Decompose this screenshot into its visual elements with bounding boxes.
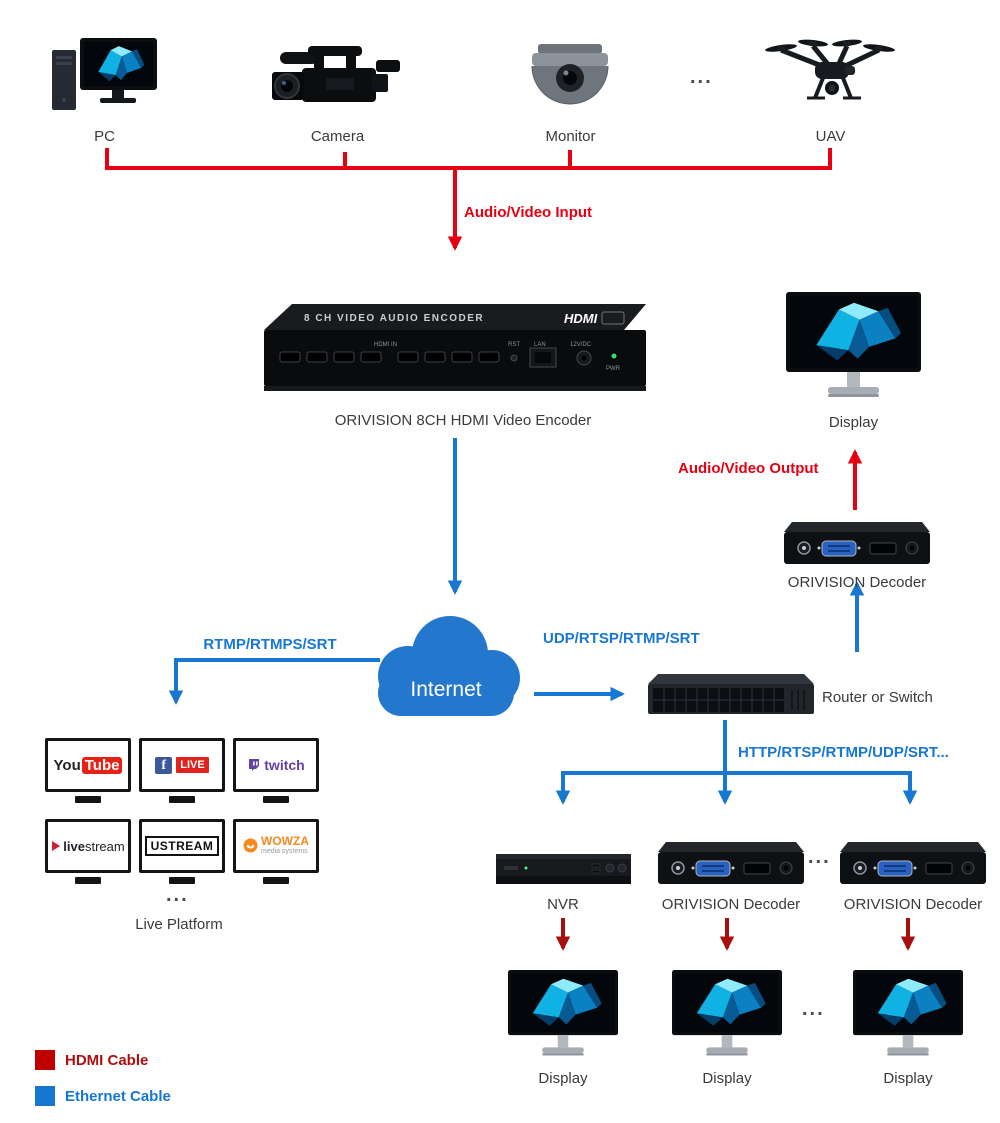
router-label: Router or Switch — [822, 689, 933, 706]
platform-wowza: WOWZA media systems — [232, 819, 320, 884]
flow-label-udp: UDP/RTSP/RTMP/SRT — [543, 630, 700, 647]
wowza-subtext: media systems — [261, 848, 308, 856]
sources-ellipsis: ... — [690, 66, 713, 88]
bottom-displays-ellipsis: ... — [802, 998, 825, 1020]
ethernet-wires — [168, 438, 918, 805]
legend-label-hdmi: HDMI Cable — [65, 1052, 149, 1069]
legend-swatch-ethernet — [35, 1086, 55, 1106]
monitor-stand — [169, 877, 195, 884]
display1-label: Display — [538, 1070, 588, 1087]
hdmi-display-wires — [555, 918, 916, 951]
hdmi-input-wires — [105, 148, 832, 251]
uav-icon — [765, 39, 895, 100]
youtube-text-tube: Tube — [81, 756, 123, 774]
platform-ustream: USTREAM — [138, 819, 226, 884]
facebook-f-icon: f — [155, 756, 173, 774]
router-icon — [648, 674, 814, 714]
display3-label: Display — [883, 1070, 933, 1087]
display-top-icon — [786, 292, 921, 400]
youtube-text-you: You — [53, 756, 81, 774]
monitor-stand — [263, 796, 289, 803]
twitch-logo-icon: twitch — [233, 738, 319, 792]
livestream-text-stream: stream — [84, 838, 125, 854]
encoder-lan-label: LAN — [534, 342, 546, 348]
nvr-icon — [496, 854, 631, 884]
encoder-hdmi-in-label: HDMI IN — [374, 342, 397, 348]
flow-label-av-input: Audio/Video Input — [464, 204, 593, 221]
encoder-rst-label: RST — [508, 342, 520, 348]
source-label-monitor: Monitor — [545, 128, 596, 145]
wowza-text: WOWZA — [261, 834, 309, 849]
twitch-text: twitch — [264, 757, 305, 773]
monitor-stand — [75, 796, 101, 803]
pc-icon — [52, 38, 157, 110]
monitor-camera-icon — [531, 44, 609, 105]
facebook-live-badge: LIVE — [176, 757, 209, 773]
monitor-stand — [75, 877, 101, 884]
decoder3-icon — [838, 834, 988, 890]
display2-icon — [672, 970, 782, 1058]
encoder-device-icon: 8 CH VIDEO AUDIO ENCODER HDMI HDMI IN RS… — [264, 304, 646, 391]
wowza-logo-icon: WOWZA media systems — [233, 819, 319, 873]
decoder2-icon — [656, 834, 806, 890]
source-label-camera: Camera — [310, 128, 365, 145]
encoder-label: ORIVISION 8CH HDMI Video Encoder — [334, 412, 592, 429]
nvr-label: NVR — [547, 896, 579, 913]
wire-cloud-to-platforms — [168, 658, 380, 705]
source-label-pc: PC — [94, 128, 115, 145]
platforms-ellipsis: ... — [166, 884, 189, 906]
platform-twitch: twitch — [232, 738, 320, 803]
livestream-glyph-icon — [52, 841, 61, 851]
decoder3-label: ORIVISION Decoder — [843, 896, 983, 913]
bottom-devices-ellipsis: ... — [808, 846, 831, 868]
decoder2-label: ORIVISION Decoder — [661, 896, 801, 913]
wowza-glyph-icon — [243, 838, 258, 853]
legend-swatch-hdmi — [35, 1050, 55, 1070]
monitor-stand — [263, 877, 289, 884]
decoder-top-icon — [782, 514, 932, 570]
flow-label-http: HTTP/RTSP/RTMP/UDP/SRT... — [738, 744, 949, 761]
legend-label-ethernet: Ethernet Cable — [65, 1088, 171, 1105]
hdmi-logo: HDMI — [564, 311, 598, 326]
encoder-pwr-label: PWR — [606, 366, 621, 372]
hdmi-ports — [279, 351, 500, 363]
twitch-glyph-icon — [249, 759, 260, 771]
encoder-dc-label: 12V/DC — [570, 342, 592, 348]
livestream-text-live: live — [63, 838, 85, 854]
live-platform-label: Live Platform — [135, 916, 223, 933]
flow-label-rtmp: RTMP/RTMPS/SRT — [203, 636, 337, 653]
internet-label: Internet — [410, 678, 481, 701]
encoder-panel-title: 8 CH VIDEO AUDIO ENCODER — [304, 313, 484, 324]
display1-icon — [508, 970, 618, 1058]
flow-label-av-output: Audio/Video Output — [678, 460, 819, 477]
source-label-uav: UAV — [815, 128, 846, 145]
ustream-logo-icon: USTREAM — [139, 819, 225, 873]
camera-icon — [272, 46, 400, 102]
display-top-label: Display — [828, 414, 879, 431]
monitor-stand — [169, 796, 195, 803]
internet-cloud-icon: Internet — [378, 616, 520, 716]
display2-label: Display — [702, 1070, 752, 1087]
ustream-text: USTREAM — [144, 836, 220, 856]
display3-icon — [853, 970, 963, 1058]
decoder-top-label: ORIVISION Decoder — [787, 574, 927, 591]
